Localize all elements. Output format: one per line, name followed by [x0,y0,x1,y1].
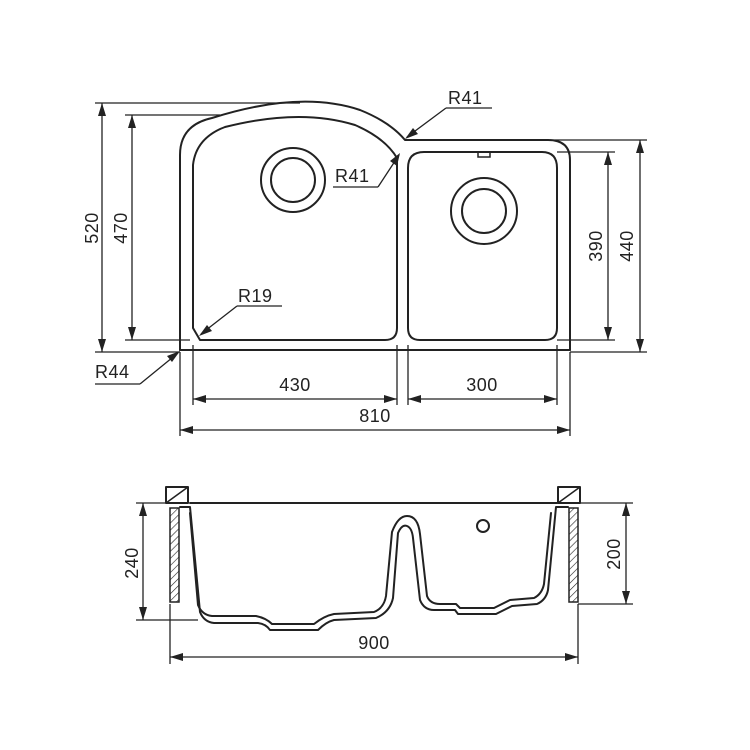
left-drain [260,147,326,213]
label-390: 390 [586,230,606,262]
leader-r44 [95,351,180,385]
right-countertop-block [557,486,581,504]
top-view: 520 470 390 440 [82,88,647,436]
leader-r41-inner [333,153,400,188]
right-bowl-outline [407,151,558,341]
label-r41-inner: R41 [335,166,370,186]
side-view: 240 200 900 [122,486,633,664]
dim-200 [578,502,633,605]
overflow-hole [476,519,490,533]
right-cabinet-wall [568,507,579,603]
sink-profile-outer [179,506,569,631]
label-520: 520 [82,212,102,244]
dim-240 [136,502,198,621]
dim-300 [407,345,558,405]
right-drain [450,177,518,245]
dim-470 [125,114,220,341]
dim-900 [169,604,579,664]
label-470: 470 [111,212,131,244]
overflow-mark [477,151,491,158]
leader-r19 [199,305,282,336]
label-430: 430 [279,375,311,395]
left-bowl-outline [192,116,398,341]
label-440: 440 [617,230,637,262]
label-r44: R44 [95,362,130,382]
leader-r41-top [405,107,492,139]
label-200: 200 [604,538,624,570]
left-countertop-block [165,486,189,504]
sink-profile-inner [189,512,552,625]
sink-outer-outline [179,100,571,351]
dim-430 [192,345,398,405]
label-240: 240 [122,547,142,579]
label-r19: R19 [238,286,273,306]
dim-810 [179,352,571,436]
label-r41-top: R41 [448,88,483,108]
dim-520 [95,102,300,353]
label-900: 900 [358,633,390,653]
dim-390 [557,151,615,341]
label-810: 810 [359,406,391,426]
dim-440 [550,139,647,353]
left-cabinet-wall [169,507,180,603]
label-300: 300 [466,375,498,395]
